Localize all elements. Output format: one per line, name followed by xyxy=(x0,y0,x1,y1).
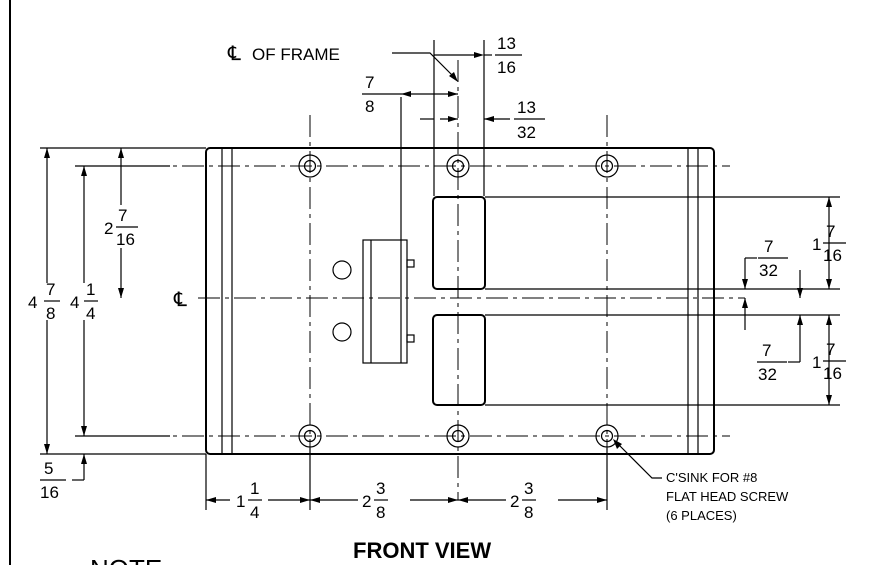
csink-hole xyxy=(446,424,470,448)
dim-hole-offset-num: 7 xyxy=(365,73,374,92)
arrow xyxy=(613,439,622,449)
csink-hole xyxy=(446,154,470,178)
arrow xyxy=(81,166,87,176)
dim-upper-half-den: 16 xyxy=(116,230,135,249)
dim-hole-spacing-right-den: 8 xyxy=(524,503,533,522)
dim-hole-spacing-right-num: 3 xyxy=(524,479,533,498)
dim-left-offset-whole: 1 xyxy=(236,492,245,511)
round-hole-upper xyxy=(332,260,352,280)
leader-cl-frame xyxy=(392,52,456,79)
dim-left-offset-num: 1 xyxy=(250,479,259,498)
csink-hole xyxy=(298,424,322,448)
cl-symbol: ℄ xyxy=(227,43,241,65)
arrow xyxy=(826,315,832,325)
dim-slot-offset-num: 13 xyxy=(517,98,536,117)
arrow xyxy=(300,497,310,503)
dim-top-offset-den: 16 xyxy=(497,58,516,77)
round-hole-lower xyxy=(332,322,352,342)
dim-hole-height-whole-text: 4 xyxy=(70,293,79,312)
leader-csink xyxy=(615,441,662,479)
dim-right-lower-gap-num: 7 xyxy=(762,341,771,360)
dim-right-upper-gap-num: 7 xyxy=(764,237,773,256)
dim-hole-offset-den: 8 xyxy=(365,97,374,116)
arrow xyxy=(448,116,458,122)
dim-hole-spacing-left-den: 8 xyxy=(376,503,385,522)
arrow xyxy=(118,148,124,158)
arrow xyxy=(81,454,87,464)
arrow xyxy=(448,91,458,97)
arrow xyxy=(118,288,124,298)
arrow xyxy=(742,279,748,289)
arrow xyxy=(310,497,320,503)
dim-upper-half-num: 7 xyxy=(118,206,127,225)
dim-right-upper-height-num: 7 xyxy=(826,222,835,241)
dim-bottom-offset-num: 5 xyxy=(44,459,53,478)
dim-hole-spacing-right-whole: 2 xyxy=(510,492,519,511)
arrow xyxy=(797,315,803,325)
dim-overall-height-den: 8 xyxy=(46,304,55,323)
dim-top-offset-num: 13 xyxy=(497,34,516,53)
dim-hole-height-den: 4 xyxy=(86,304,95,323)
dim-right-upper-gap-den: 32 xyxy=(759,261,778,280)
dim-bottom-offset-den: 16 xyxy=(40,483,59,502)
dim-overall-height-whole: 4 xyxy=(28,293,37,312)
arrow xyxy=(826,395,832,405)
arrow xyxy=(474,52,484,58)
dim-right-lower-gap-den: 32 xyxy=(758,365,777,384)
arrow xyxy=(484,116,494,122)
arrow xyxy=(401,91,411,97)
csink-hole xyxy=(595,154,619,178)
dim-right-lower-height-den: 16 xyxy=(823,364,842,383)
arrow xyxy=(826,279,832,289)
csink-note-line3: (6 PLACES) xyxy=(666,508,737,523)
arrow xyxy=(458,497,468,503)
view-title: FRONT VIEW xyxy=(353,538,491,563)
csink-note-line1: C'SINK FOR #8 xyxy=(666,470,757,485)
arrow xyxy=(797,288,803,298)
dim-slot-offset-den: 32 xyxy=(517,123,536,142)
arrow xyxy=(81,426,87,436)
slot-upper xyxy=(432,196,486,290)
arrow xyxy=(826,197,832,207)
connector-block xyxy=(362,239,415,364)
cl-symbol-left: ℄ xyxy=(173,289,187,311)
slot-lower xyxy=(432,314,486,406)
arrow xyxy=(449,72,458,82)
arrow xyxy=(44,148,50,158)
dim-right-upper-height-den: 16 xyxy=(823,246,842,265)
note-heading: NOTE xyxy=(90,554,162,565)
csink-hole xyxy=(595,424,619,448)
arrow xyxy=(448,497,458,503)
csink-note-line2: FLAT HEAD SCREW xyxy=(666,489,789,504)
dim-right-lower-height-num: 7 xyxy=(826,340,835,359)
csink-holes xyxy=(298,154,619,448)
dim-right-upper-height-whole: 1 xyxy=(812,235,821,254)
dim-upper-half-whole: 2 xyxy=(104,219,113,238)
dim-left-offset-den: 4 xyxy=(250,503,259,522)
arrow xyxy=(597,497,607,503)
dim-hole-height-num: 1 xyxy=(86,280,95,299)
dim-hole-spacing-left-num: 3 xyxy=(376,479,385,498)
dim-hole-spacing-left-whole: 2 xyxy=(362,492,371,511)
cl-of-frame-label: OF FRAME xyxy=(252,45,340,64)
dim-overall-height-num: 7 xyxy=(46,280,55,299)
plate-outline xyxy=(205,147,715,455)
arrow xyxy=(742,298,748,308)
dim-right-lower-height-whole: 1 xyxy=(812,353,821,372)
arrow xyxy=(206,497,216,503)
arrow xyxy=(44,444,50,454)
csink-hole xyxy=(298,154,322,178)
